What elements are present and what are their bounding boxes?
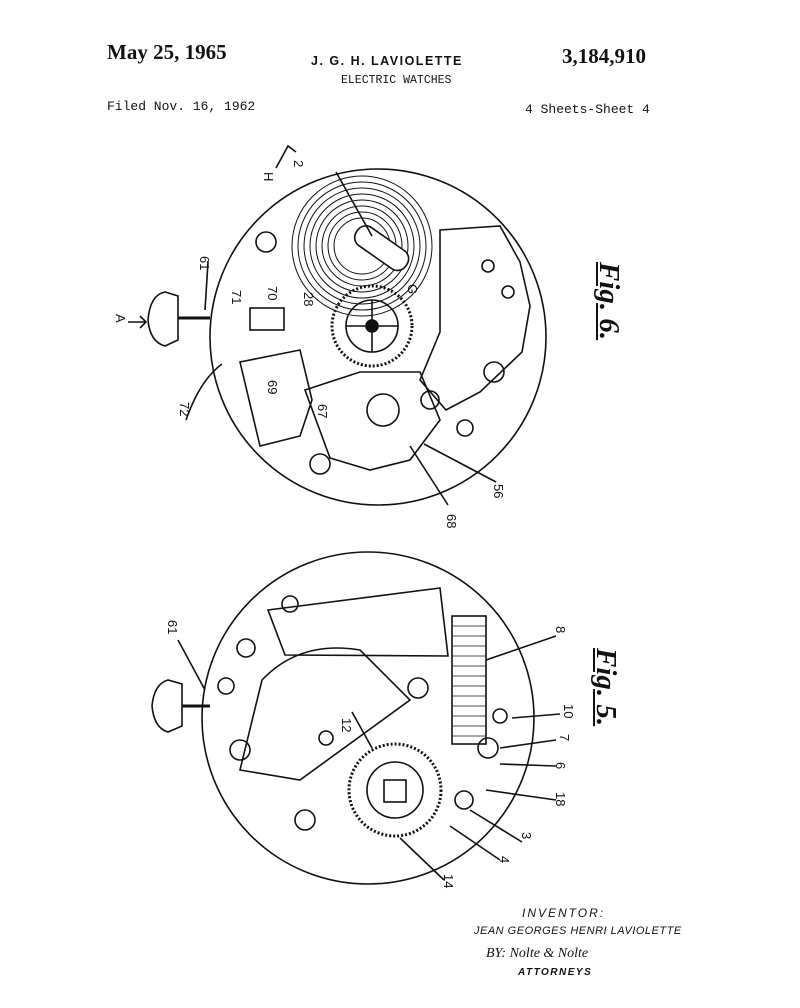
fig5-jewel — [492, 708, 508, 724]
fig5-gear — [347, 742, 443, 838]
fig5-screw — [294, 809, 316, 831]
fig6-screw — [309, 453, 331, 475]
fig5-coil-windings — [452, 625, 486, 737]
ref-67: 67 — [315, 404, 330, 418]
patent-title: ELECTRIC WATCHES — [341, 74, 452, 87]
ref-2: 2 — [291, 160, 306, 167]
ref-6: 6 — [553, 762, 568, 769]
ref-56: 56 — [491, 484, 506, 498]
fig6-bridge-right — [419, 225, 531, 412]
ref-71: 71 — [229, 290, 244, 304]
ref-68: 68 — [444, 514, 459, 528]
fig6-drawing — [128, 144, 547, 506]
patent-date: May 25, 1965 — [107, 40, 227, 64]
ref-H: H — [261, 172, 276, 181]
fig5-screw — [217, 677, 235, 695]
fig5-upper-bridge — [266, 587, 449, 657]
ref-4: 4 — [497, 856, 512, 863]
fig6-label: Fig. 6. — [593, 262, 625, 341]
ref-10: 10 — [561, 704, 576, 718]
fig6-gear — [330, 284, 414, 368]
fig6-bridge-left — [239, 349, 313, 447]
fig5-screw — [281, 595, 299, 613]
fig6-movement-plate — [209, 168, 547, 506]
ref-14: 14 — [441, 874, 456, 888]
fig6-coil-clamp — [353, 225, 410, 272]
fig6-jewel — [481, 259, 495, 273]
fig5-movement-plate — [201, 551, 535, 885]
ref-70: 70 — [265, 286, 280, 300]
fig6-screw — [420, 390, 440, 410]
fig6-crown — [147, 291, 179, 347]
fig6-bridge-lower — [303, 371, 441, 471]
fig6-screw — [483, 361, 505, 383]
fig5-drawing — [151, 551, 561, 885]
attorneys-label: ATTORNEYS — [518, 967, 593, 978]
fig5-screw — [407, 677, 429, 699]
fig6-jewel — [501, 285, 515, 299]
ref-69: 69 — [265, 380, 280, 394]
inventor-header: J. G. H. LAVIOLETTE — [311, 54, 463, 68]
fig6-arrow-h — [275, 144, 297, 169]
fig5-screw — [477, 737, 499, 759]
fig5-label: Fig. 5. — [590, 648, 622, 727]
ref-72: 72 — [177, 402, 192, 416]
fig5-balance — [366, 761, 424, 819]
ref-18: 18 — [553, 792, 568, 806]
sheet-count: 4 Sheets-Sheet 4 — [525, 102, 650, 117]
fig5-magnet-plate — [239, 647, 412, 781]
fig5-screw — [454, 790, 474, 810]
patent-number: 3,184,910 — [562, 44, 646, 68]
fig6-ref-labels: 2 61 71 70 28 69 67 72 68 56 A H G — [113, 160, 506, 528]
fig5-crown — [151, 679, 183, 733]
inventor-name: JEAN GEORGES HENRI LAVIOLETTE — [474, 925, 682, 937]
ref-3: 3 — [519, 832, 534, 839]
ref-A: A — [113, 314, 128, 323]
fig6-jewel-hole — [255, 231, 277, 253]
ref-G: G — [405, 284, 420, 294]
attorney-signature: BY: Nolte & Nolte — [486, 946, 589, 961]
fig5-ref-labels: 61 12 8 10 7 6 18 3 4 14 — [165, 620, 576, 888]
fig6-arrow-a — [128, 315, 148, 329]
fig6-setting-block — [249, 307, 285, 331]
ref-28: 28 — [301, 292, 316, 306]
ref-7: 7 — [557, 734, 572, 741]
fig5-screw — [229, 739, 251, 761]
fig5-pivot — [383, 779, 407, 803]
filed-date: Filed Nov. 16, 1962 — [107, 99, 256, 114]
fig6-screw — [456, 419, 474, 437]
fig5-jewel — [318, 730, 334, 746]
fig6-balance — [366, 393, 400, 427]
ref-8: 8 — [553, 626, 568, 633]
ref-12: 12 — [339, 718, 354, 732]
inventor-heading: INVENTOR: — [522, 906, 606, 920]
fig5-coil — [451, 615, 487, 745]
ref-61: 61 — [197, 256, 212, 270]
fig5-screw — [236, 638, 256, 658]
ref-61: 61 — [165, 620, 180, 634]
